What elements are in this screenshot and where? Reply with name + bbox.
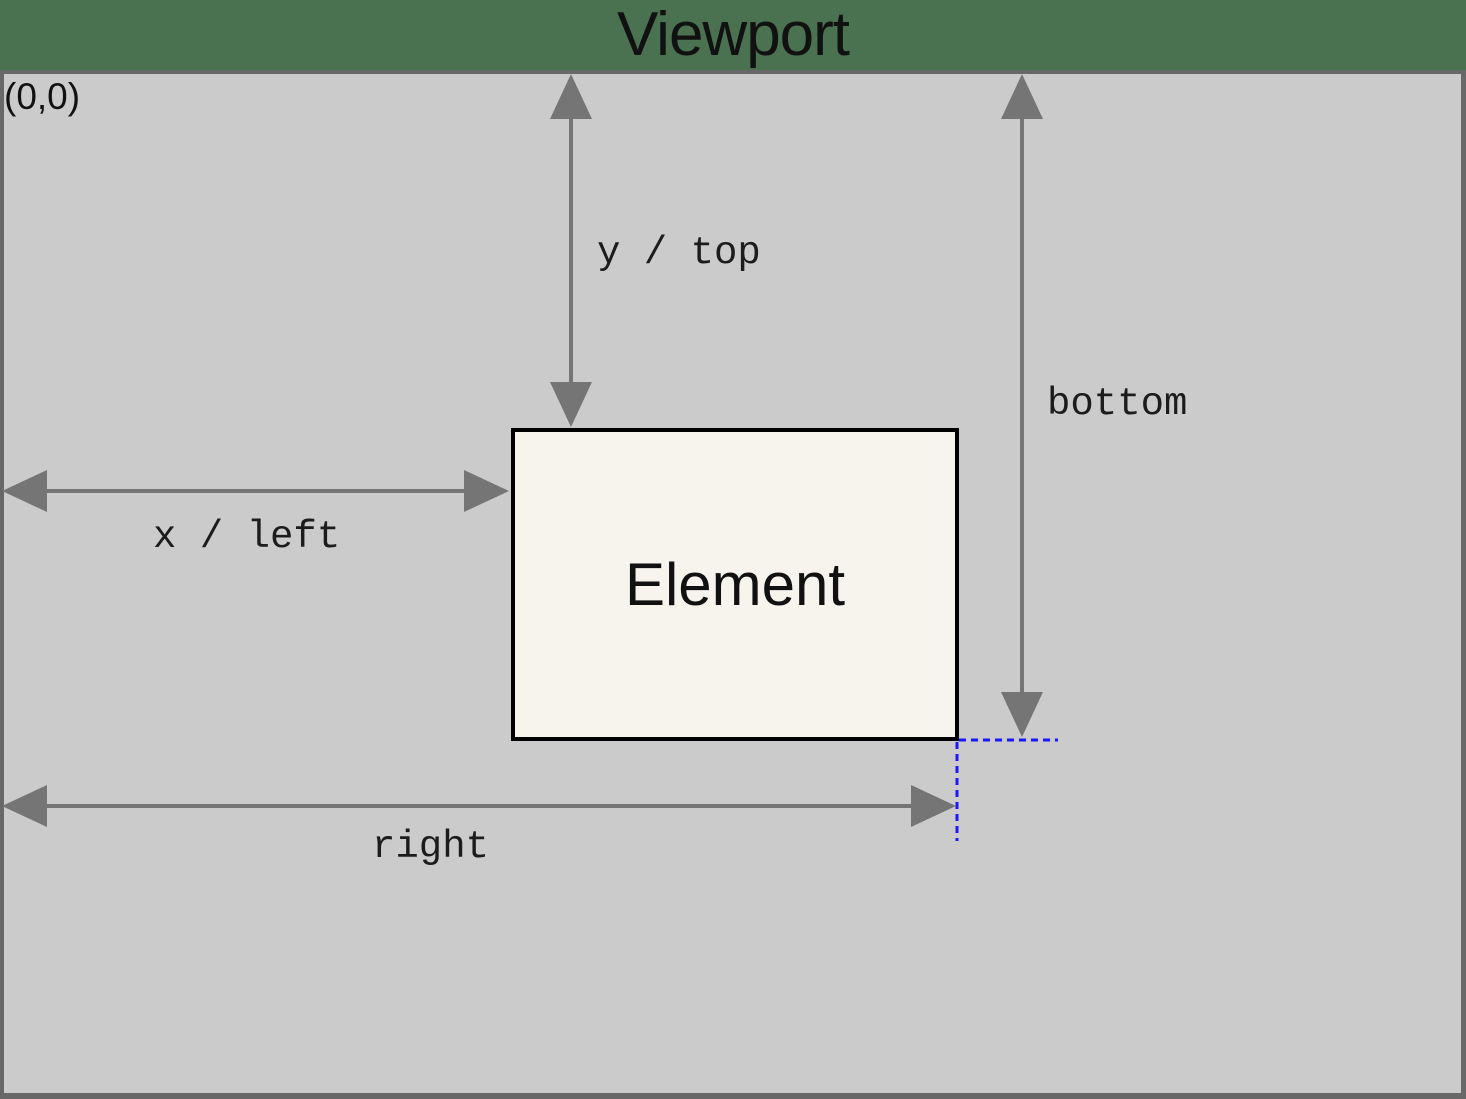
element-label: Element (624, 551, 846, 618)
element-box: Element (511, 428, 959, 741)
label-right: right (372, 825, 490, 869)
label-x-left: x / left (153, 515, 341, 559)
viewport-header: Viewport (0, 0, 1466, 70)
viewport-title: Viewport (616, 0, 850, 69)
label-bottom: bottom (1047, 382, 1188, 426)
origin-label: (0,0) (4, 76, 81, 117)
label-y-top: y / top (597, 231, 761, 275)
